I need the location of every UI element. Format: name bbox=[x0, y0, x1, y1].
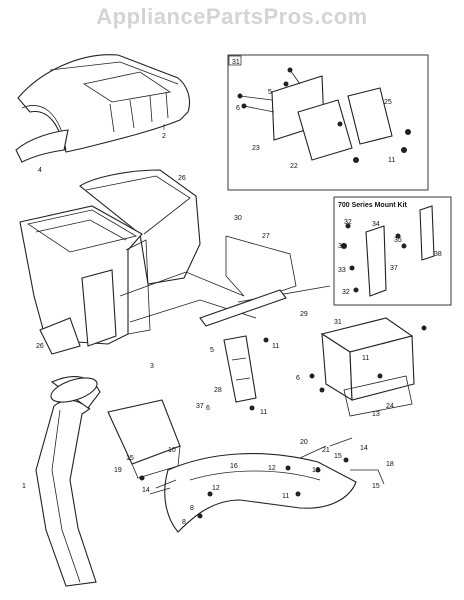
callout-14: 14 bbox=[142, 487, 150, 494]
callout-22: 22 bbox=[290, 163, 298, 170]
callout-5: 5 bbox=[268, 89, 272, 96]
callout-31: 31 bbox=[334, 319, 342, 326]
callout-37: 37 bbox=[390, 265, 398, 272]
callout-labels: 2 4 31 5 6 25 23 22 11 700 Series Mount … bbox=[22, 59, 442, 526]
callout-31-inset: 31 bbox=[232, 59, 240, 66]
callout-18: 18 bbox=[386, 461, 394, 468]
callout-29: 29 bbox=[300, 311, 308, 318]
callout-12b: 12 bbox=[268, 465, 276, 472]
callout-19: 19 bbox=[114, 467, 122, 474]
callout-11: 11 bbox=[388, 157, 395, 164]
callout-32b: 32 bbox=[342, 289, 350, 296]
callout-33: 33 bbox=[338, 267, 346, 274]
bagger-containers[interactable] bbox=[19, 169, 201, 355]
callout-10b: 10 bbox=[312, 467, 320, 474]
callout-34: 34 bbox=[372, 221, 380, 228]
lower-chute[interactable] bbox=[139, 437, 385, 533]
callout-26b: 26 bbox=[36, 343, 44, 350]
callout-24: 24 bbox=[386, 403, 394, 410]
callout-11c: 11 bbox=[362, 355, 369, 362]
callout-32: 32 bbox=[344, 219, 352, 226]
callout-28: 28 bbox=[214, 387, 222, 394]
callout-14b: 14 bbox=[360, 445, 368, 452]
callout-6: 6 bbox=[236, 105, 240, 112]
callout-30: 30 bbox=[234, 215, 242, 222]
watermark: AppliancePartsPros.com bbox=[96, 4, 368, 29]
callout-27: 27 bbox=[262, 233, 270, 240]
callout-15b: 15 bbox=[334, 453, 342, 460]
callout-1: 1 bbox=[22, 483, 26, 490]
callout-12: 12 bbox=[212, 485, 220, 492]
callout-2: 2 bbox=[162, 133, 166, 140]
callout-15c: 15 bbox=[372, 483, 380, 490]
mount-kit-box bbox=[333, 196, 452, 306]
bagger-lid[interactable] bbox=[15, 54, 191, 163]
callout-11b: 11 bbox=[272, 343, 279, 350]
chute-adapter[interactable] bbox=[107, 399, 181, 479]
callout-3: 3 bbox=[150, 363, 154, 370]
callout-13: 13 bbox=[372, 411, 380, 418]
callout-10: 10 bbox=[168, 447, 176, 454]
callout-5b: 5 bbox=[210, 347, 214, 354]
discharge-chute[interactable] bbox=[35, 373, 101, 587]
bracket-assembly[interactable] bbox=[309, 317, 427, 417]
mount-plate[interactable] bbox=[223, 335, 269, 411]
callout-21: 21 bbox=[322, 447, 330, 454]
mount-kit-label: 700 Series Mount Kit bbox=[338, 202, 408, 209]
callout-16: 16 bbox=[230, 463, 238, 470]
callout-23: 23 bbox=[252, 145, 260, 152]
callout-8: 8 bbox=[190, 505, 194, 512]
callout-36: 36 bbox=[338, 243, 346, 250]
callout-11e: 11 bbox=[282, 493, 289, 500]
callout-37b: 37 bbox=[196, 403, 204, 410]
callout-11d: 11 bbox=[260, 409, 267, 416]
callout-20: 20 bbox=[300, 439, 308, 446]
callout-6c: 6 bbox=[206, 405, 210, 412]
callout-15: 15 bbox=[126, 455, 134, 462]
callout-35: 35 bbox=[394, 237, 402, 244]
callout-25: 25 bbox=[384, 99, 392, 106]
callout-6b: 6 bbox=[296, 375, 300, 382]
callout-26: 26 bbox=[178, 175, 186, 182]
callout-38: 38 bbox=[434, 251, 442, 258]
inset-box-bracket-assembly bbox=[227, 54, 429, 191]
callout-4: 4 bbox=[38, 167, 42, 174]
support-frame[interactable] bbox=[119, 235, 331, 327]
callout-8b: 8 bbox=[182, 519, 186, 526]
